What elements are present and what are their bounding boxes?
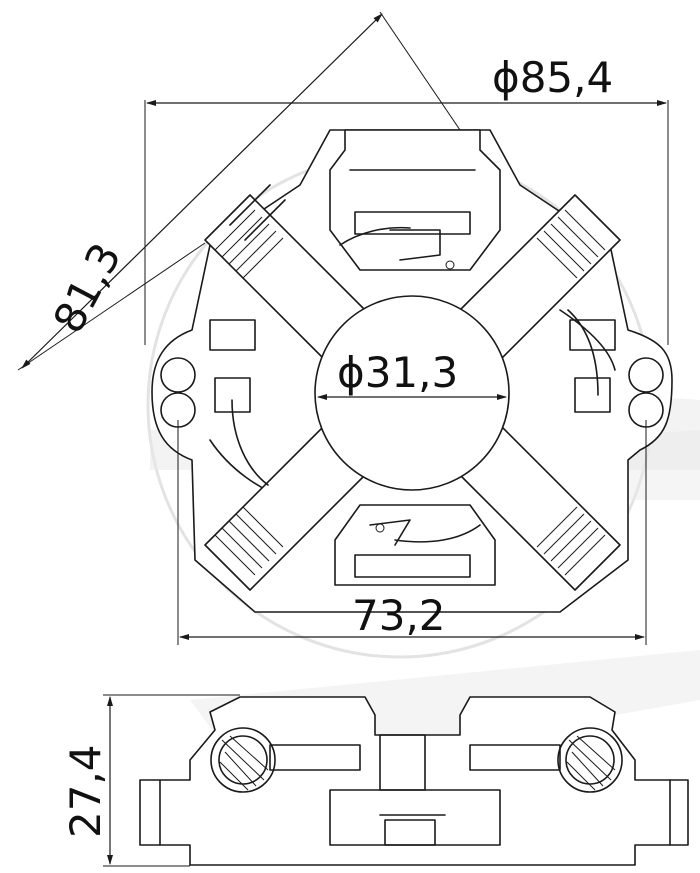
width-label: 73,2 [352,591,446,640]
top-brush-box [329,129,501,271]
diagonal-label: 81,3 [44,235,131,341]
right-spring [557,727,623,793]
bore-diameter-dimension: ϕ31,3 [317,348,507,400]
bore-diameter-label: ϕ31,3 [337,348,458,397]
right-mount-holes [628,357,664,440]
width-dimension: 73,2 [177,440,647,645]
height-label: 27,4 [61,744,110,838]
left-spring [210,727,276,793]
side-view [139,696,689,866]
outer-diameter-dimension: ϕ85,4 [144,53,669,345]
height-dimension: 27,4 [61,694,240,867]
bottom-brush-box [334,504,496,586]
right-brush-clip [559,309,616,413]
outer-diameter-label: ϕ85,4 [492,53,613,102]
